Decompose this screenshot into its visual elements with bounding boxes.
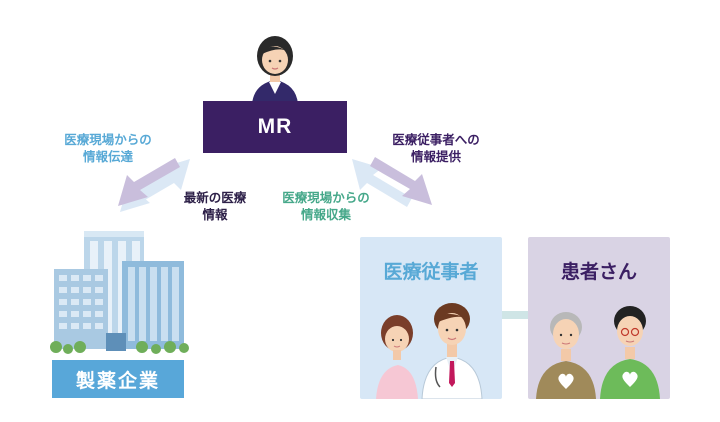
patient-title: 患者さん [560, 261, 637, 283]
patients-icon [536, 306, 660, 399]
patient-box: 患者さん [528, 237, 670, 399]
label-field-collect: 医療現場からの 情報収集 [282, 190, 370, 222]
label-field-to-company: 医療現場からの 情報伝達 [64, 132, 152, 164]
doctor-nurse-icon [376, 303, 483, 399]
hcp-box: 医療従事者 [360, 237, 502, 399]
company-building-icon [50, 231, 189, 354]
label-provide-info: 医療従事者への 情報提供 [392, 132, 480, 164]
hcp-title: 医療従事者 [383, 261, 479, 283]
arrow-to-hcp [370, 157, 432, 205]
label-latest-info: 最新の医療 情報 [183, 190, 247, 222]
arrow-latest-info [118, 158, 180, 206]
arrow-to-mr-right [352, 159, 412, 207]
mr-label: MR [257, 115, 293, 138]
mr-box: MR [203, 101, 347, 153]
hcp-patient-connector [502, 311, 528, 319]
company-label: 製薬企業 [52, 360, 184, 398]
mr-person-icon [252, 36, 298, 104]
